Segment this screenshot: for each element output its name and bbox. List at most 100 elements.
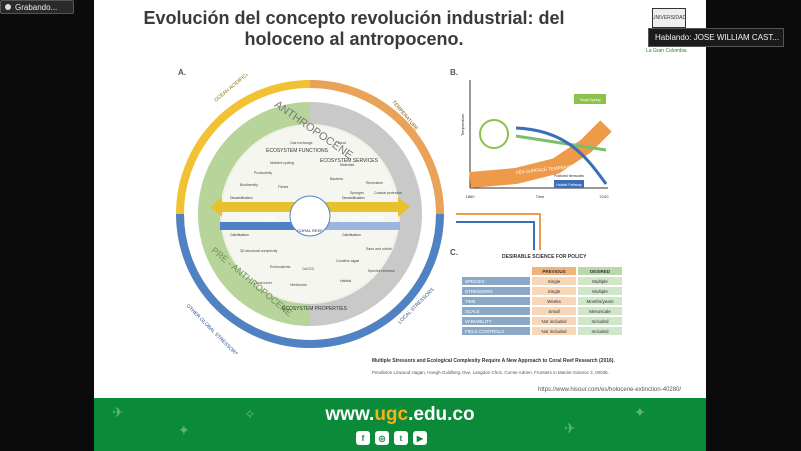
desired-cell: Multiple [578,287,622,295]
pre-anthropocene-band [198,214,310,326]
timescale-label: Published timescales [554,174,584,178]
twitter-icon[interactable]: t [394,431,408,445]
row-label: FIELD CONTROLS [462,327,530,335]
row-label: VARIABILITY [462,317,530,325]
yellow-arrow-left [218,202,310,212]
diagram-item-label: Fishes [278,185,289,189]
header-previous: PREVIOUS [532,267,576,275]
paper-plane-icon: ✈ [112,404,124,420]
row-label: STRESSORS [462,287,530,295]
ring-local [309,213,444,348]
ecosystem-services-label: ECOSYSTEM SERVICES [320,158,379,164]
university-logo-subtitle: La Gran Colombia [646,48,687,54]
panel-a-label: A. [178,68,186,77]
youtube-icon[interactable]: ▶ [413,431,427,445]
diagram-item-label: Productivity [254,171,272,175]
diagram-item-label: Sponges [350,191,364,195]
diagram-item-label: Gas exchange [290,141,313,145]
diagram-item-label: Recreation [366,181,383,185]
ecosystem-diagram: CORAL REEF ANTHROPOCENE PRE - ANTHROPOCE… [176,74,444,354]
footer-brand[interactable]: www.ugc.edu.co [325,404,475,425]
diagram-item-label: Sand and rubble [366,247,392,251]
desired-cell: Included [578,327,622,335]
blue-line [515,126,608,185]
x-tick-2100: 2100 [600,194,610,199]
green-line [515,134,607,152]
ecosystem-properties-label: ECOSYSTEM PROPERTIES [282,306,348,312]
title-line-1: Evolución del concepto revolución indust… [143,8,565,28]
shared-slide: Evolución del concepto revolución indust… [94,0,706,451]
target-box [574,94,606,104]
panel-c-label: C. [450,248,458,257]
previous-cell: Not included [532,327,576,335]
diagram-item-label: Species richness [368,269,395,273]
row-label: TIME [462,297,530,305]
equilibrium-label: EQUILIBRIUM [242,216,275,222]
diagram-item-label: Echinoderms [270,265,291,269]
previous-cell: Single [532,287,576,295]
decalcification-left: Decalcification [230,196,253,200]
footer-band: ✈ ✦ ✧ ✈ ✦ www.ugc.edu.co f ◎ t ▶ [94,398,706,451]
star-icon: ✦ [634,404,646,420]
y-axis-label: Temperature [460,113,465,136]
coral-reef-label: CORAL REEF [297,228,323,233]
star-icon: ✧ [244,406,256,422]
citation-authors: Pendleton Linwood Hagan, Hoegh-Guldberg … [372,370,609,375]
panel-b-label: B. [450,68,458,77]
dis-equilibrium-label: DIS-EQUILIBRIUM [342,216,385,222]
desired-cell: Included [578,317,622,325]
temperature-chart: Target Spring Habitat Pathway Published … [460,80,612,199]
blue-arrow-right [316,222,400,230]
diagram-item-label: Bacteria [330,177,343,181]
header-desired: DESIRED [578,267,622,275]
connector-lines [456,213,541,250]
temperature-band [469,120,612,188]
diagram-item-label: Biodiversity [240,183,258,187]
policy-table-title: DESIRABLE SCIENCE FOR POLICY [502,254,587,260]
previous-cell: Not included [532,317,576,325]
target-box-label: Target Spring [580,98,601,102]
desired-cell: Mesoscale [578,307,622,315]
diagram-item-label: Coralline algae [336,259,359,263]
social-links: f ◎ t ▶ [356,431,427,445]
blue-arrow-left [220,222,304,230]
x-axis-label: Time [536,194,546,199]
diagram-item-label: Coastal protection [374,191,402,195]
ring-global [176,213,311,348]
diagram-item-label: Herbivores [290,283,307,287]
recording-indicator[interactable]: Grabando... [0,0,74,14]
source-url[interactable]: https://www.hisour.com/es/holocene-extin… [538,387,682,393]
instagram-icon[interactable]: ◎ [375,431,389,445]
diagram-item-label: Materials [340,163,354,167]
record-icon [5,4,11,10]
diagram-item-label: Habitat [340,279,351,283]
diagram-item-label: Coral cover [254,281,273,285]
calcification-left: Calcification [230,233,249,237]
x-tick-1860: 1860 [466,194,476,199]
header-empty [462,267,530,275]
diagram-item-label: 3D structural complexity [240,249,278,253]
desired-cell: Multiple [578,277,622,285]
desired-cell: Months/years [578,297,622,305]
anthropocene-band [310,102,422,214]
habitat-box-label: Habitat Pathway [556,183,582,187]
previous-cell: Small [532,307,576,315]
decalcification-right: Decalcification [342,196,365,200]
facebook-icon[interactable]: f [356,431,370,445]
citation-title: Multiple Stressors and Ecological Comple… [372,358,615,364]
row-label: SCALE [462,307,530,315]
diagram-item-label: Nutrient cycling [270,161,294,165]
speaker-indicator: Hablando: JOSE WILLIAM CAST... [648,28,784,47]
previous-cell: Weeks [532,297,576,305]
ecosystem-functions-label: ECOSYSTEM FUNCTIONS [266,148,329,154]
row-label: SPECIES [462,277,530,285]
yellow-arrow-right [310,202,402,212]
habitat-box [554,180,584,188]
